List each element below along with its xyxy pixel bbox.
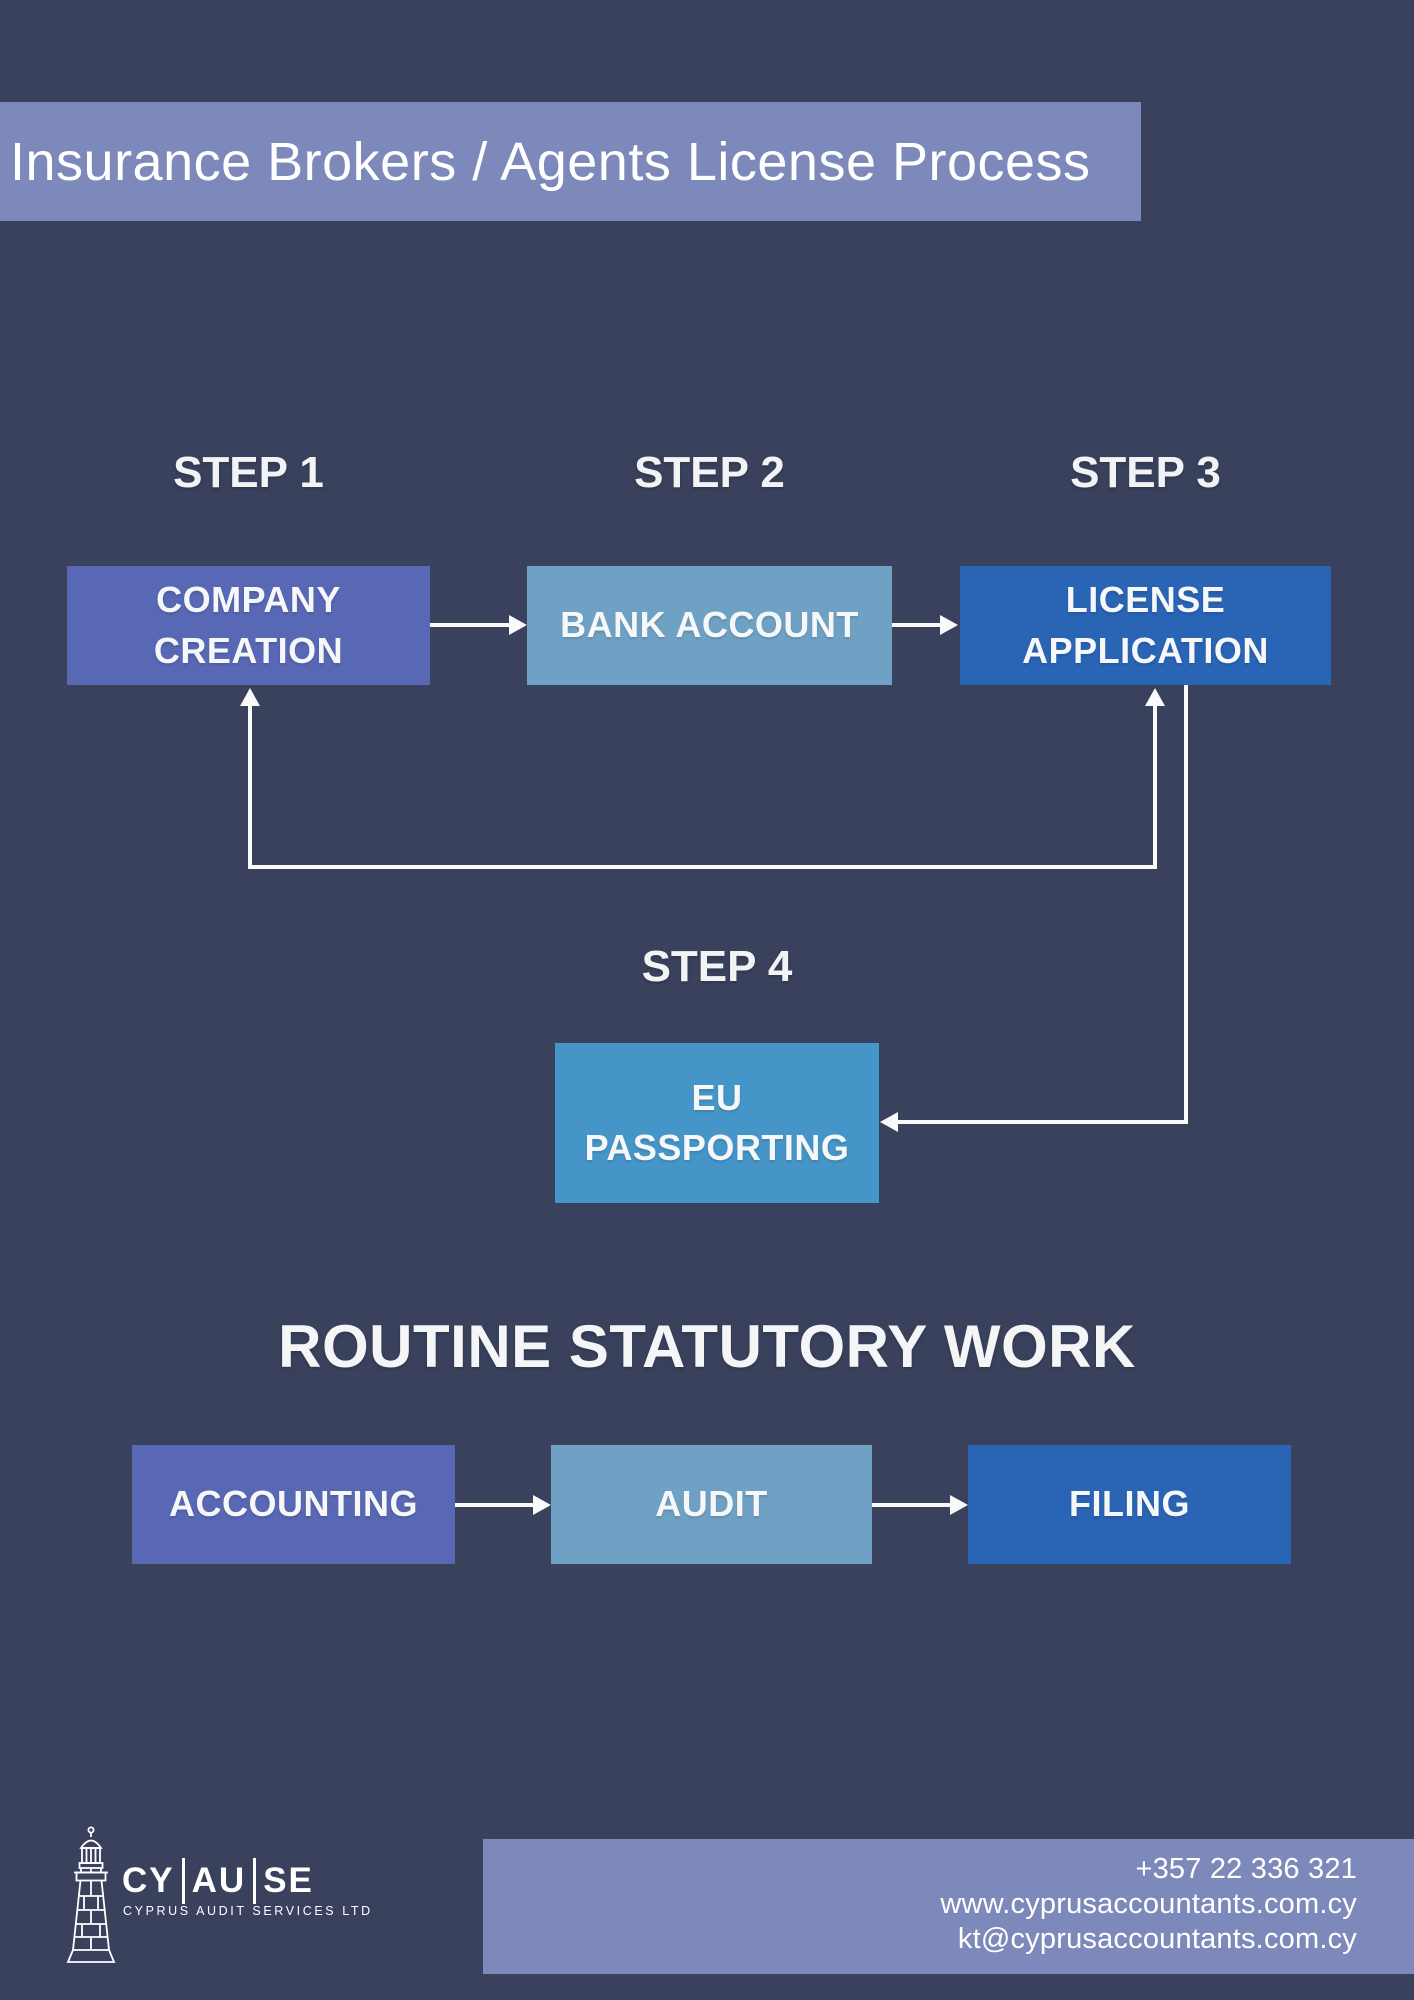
- audit-box: AUDIT: [551, 1445, 872, 1564]
- brand-tagline: CYPRUS AUDIT SERVICES LTD: [123, 1904, 373, 1918]
- contact-email[interactable]: kt@cyprusaccountants.com.cy: [957, 1923, 1357, 1955]
- arrow-license-to-eu-passporting: [880, 685, 1188, 1132]
- eu-passporting-label-line1: EU: [691, 1076, 743, 1118]
- accounting-box: ACCOUNTING: [132, 1445, 455, 1564]
- license-application-label-line2: APPLICATION: [1022, 629, 1269, 671]
- title-banner: Insurance Brokers / Agents License Proce…: [0, 102, 1141, 221]
- routine-statutory-work-heading: ROUTINE STATUTORY WORK: [278, 1313, 1136, 1380]
- brand-name: CY AU SE: [122, 1858, 314, 1904]
- bank-account-label: BANK ACCOUNT: [560, 604, 859, 646]
- step-2-label: STEP 2: [634, 448, 785, 497]
- filing-label: FILING: [1069, 1483, 1190, 1525]
- brand-segment-se: SE: [263, 1861, 314, 1900]
- brand-segment-au: AU: [191, 1861, 247, 1900]
- arrow-company-to-bank: [430, 615, 527, 635]
- step-3-label: STEP 3: [1070, 448, 1221, 497]
- company-creation-label-line2: CREATION: [153, 629, 344, 671]
- company-creation-label-line1: COMPANY: [156, 579, 341, 621]
- arrow-audit-to-filing: [872, 1495, 968, 1515]
- license-application-box: LICENSE APPLICATION: [960, 566, 1331, 685]
- bank-account-box: BANK ACCOUNT: [527, 566, 892, 685]
- arrow-bank-to-license: [892, 615, 958, 635]
- contact-phone: +357 22 336 321: [1135, 1853, 1357, 1885]
- contact-website[interactable]: www.cyprusaccountants.com.cy: [940, 1888, 1357, 1920]
- brand-divider-bar: [181, 1858, 185, 1904]
- license-application-label-line1: LICENSE: [1065, 579, 1226, 621]
- lighthouse-icon: [66, 1826, 116, 1963]
- accounting-label: ACCOUNTING: [169, 1483, 418, 1525]
- eu-passporting-box: EU PASSPORTING: [555, 1043, 879, 1203]
- filing-box: FILING: [968, 1445, 1291, 1564]
- company-creation-box: COMPANY CREATION: [67, 566, 430, 685]
- page-title: Insurance Brokers / Agents License Proce…: [10, 131, 1091, 192]
- step-4-label: STEP 4: [641, 942, 793, 991]
- company-logo: CY AU SE CYPRUS AUDIT SERVICES LTD: [60, 1820, 440, 1970]
- loop-arrow-license-and-company: [240, 688, 1165, 869]
- audit-label: AUDIT: [655, 1483, 768, 1525]
- brand-divider-bar: [253, 1858, 257, 1904]
- contact-banner: +357 22 336 321 www.cyprusaccountants.co…: [483, 1839, 1414, 1974]
- step-1-label: STEP 1: [173, 448, 324, 497]
- brand-segment-cy: CY: [122, 1861, 175, 1900]
- arrow-accounting-to-audit: [455, 1495, 551, 1515]
- eu-passporting-label-line2: PASSPORTING: [584, 1127, 850, 1168]
